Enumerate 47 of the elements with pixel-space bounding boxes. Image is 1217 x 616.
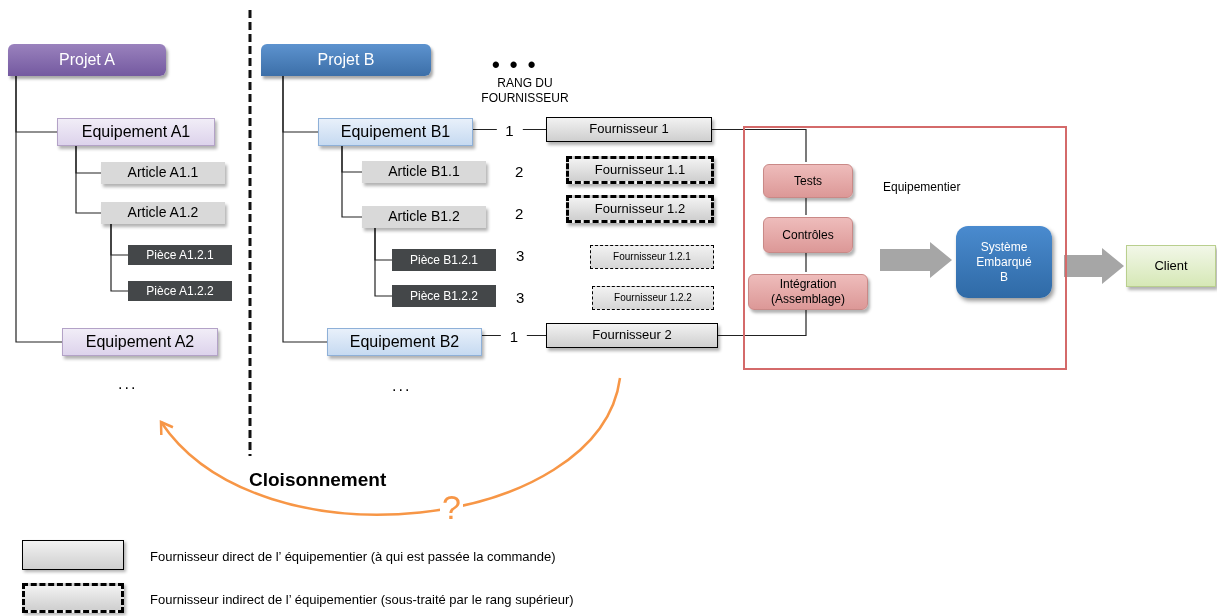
part-box: Pièce A1.2.2: [128, 281, 232, 301]
article-box: Article A1.1: [101, 162, 225, 184]
rank-number: 3: [516, 246, 525, 266]
equipment-box: Equipement B1: [318, 118, 473, 146]
ellipsis: ...: [392, 376, 412, 396]
rank-number: 2: [515, 204, 524, 224]
article-box: Article B1.1: [362, 161, 486, 183]
project-box: Projet B: [261, 44, 431, 76]
equipment-box: Equipement B2: [327, 328, 482, 356]
equipment-box: Equipement A1: [57, 118, 215, 146]
ellipsis: • • •: [492, 51, 538, 78]
client-box: Client: [1126, 245, 1216, 287]
indirect-supplier-box: Fournisseur 1.2.2: [592, 286, 714, 310]
part-box: Pièce B1.2.1: [392, 249, 496, 271]
indirect-supplier-box: Fournisseur 1.2.1: [590, 245, 714, 269]
process-box: Contrôles: [763, 217, 853, 253]
connector-line: [711, 128, 807, 163]
column-heading: RANG DU FOURNISSEUR: [480, 76, 570, 106]
indirect-supplier-box: Fournisseur 1.1: [566, 156, 714, 184]
block-arrow: [1064, 248, 1124, 284]
connector-line: [15, 75, 63, 343]
project-box: Projet A: [8, 44, 166, 76]
process-box: Intégration (Assemblage): [748, 274, 868, 310]
system-box: Système Embarqué B: [956, 226, 1052, 298]
frame-heading: Equipementier: [883, 179, 961, 196]
supplier-box: Fournisseur 1: [546, 117, 712, 142]
connector-line: [75, 145, 102, 214]
legend-label: Fournisseur direct de l’ équipementier (à qui est passée la commande): [150, 548, 556, 566]
equipment-box: Equipement A2: [62, 328, 218, 356]
section-label: Cloisonnement: [249, 468, 387, 492]
block-arrow: [880, 242, 952, 278]
rank-number: 3: [516, 288, 525, 308]
connector-line: [341, 145, 363, 218]
article-box: Article A1.2: [101, 202, 225, 224]
ellipsis: ...: [118, 374, 138, 394]
article-box: Article B1.2: [362, 206, 486, 228]
indirect-supplier-box: Fournisseur 1.2: [566, 195, 714, 223]
connector-line: [110, 223, 129, 292]
legend-label: Fournisseur indirect de l’ équipementier (sous-traité par le rang supérieur): [150, 591, 574, 609]
process-box: Tests: [763, 164, 853, 198]
connector-line: [282, 75, 328, 343]
part-box: Pièce B1.2.2: [392, 285, 496, 307]
rank-number: 2: [515, 162, 524, 182]
part-box: Pièce A1.2.1: [128, 245, 232, 265]
equipment-maker-frame: [743, 126, 1067, 370]
supplier-box: Fournisseur 2: [546, 323, 718, 348]
connector-line: [374, 227, 393, 297]
